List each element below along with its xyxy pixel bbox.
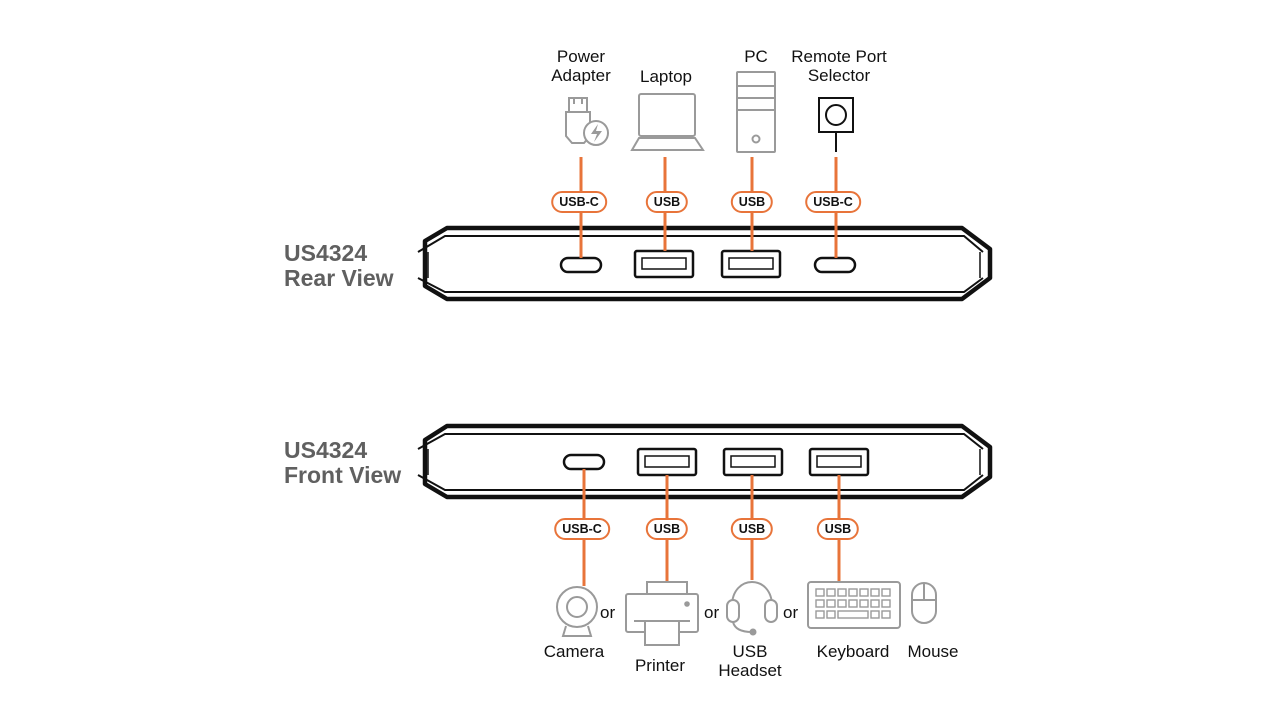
- label-printer: Printer: [634, 656, 686, 675]
- or-label-3: or: [783, 603, 799, 622]
- laptop-icon: [630, 93, 705, 151]
- headset-icon: [726, 581, 778, 636]
- front-port-usb-a-1: [636, 447, 698, 477]
- rear-model-name: US4324: [284, 240, 368, 266]
- front-badge-usb-1: USB: [645, 518, 689, 540]
- remote-port-selector-icon: [818, 97, 854, 133]
- label-laptop: Laptop: [640, 67, 692, 86]
- front-port-usb-a-2: [722, 447, 784, 477]
- pc-tower-icon: [736, 71, 776, 153]
- front-view-title: US4324 Front View: [284, 438, 401, 488]
- rear-port-usb-c-2: [813, 256, 857, 274]
- power-adapter-icon: [565, 97, 609, 146]
- keyboard-icon: [807, 581, 901, 629]
- label-pc: PC: [744, 47, 768, 66]
- rear-badge-usb-2: USB: [730, 191, 774, 213]
- front-badge-usb-3: USB: [816, 518, 860, 540]
- front-device-body: [417, 423, 993, 500]
- rear-view-label: Rear View: [284, 265, 394, 291]
- label-camera: Camera: [543, 642, 605, 661]
- rear-view-title: US4324 Rear View: [284, 241, 394, 291]
- mouse-icon: [911, 582, 937, 624]
- rear-port-usb-a-2: [720, 249, 782, 279]
- or-label-1: or: [600, 603, 616, 622]
- rear-port-usb-a-1: [633, 249, 695, 279]
- label-mouse: Mouse: [907, 642, 959, 661]
- rear-device-body: [417, 225, 993, 302]
- front-port-usb-a-3: [808, 447, 870, 477]
- label-keyboard: Keyboard: [816, 642, 890, 661]
- front-model-name: US4324: [284, 437, 368, 463]
- front-badge-usb-c: USB-C: [554, 518, 610, 540]
- rear-badge-usb-c-2: USB-C: [805, 191, 861, 213]
- or-label-2: or: [704, 603, 720, 622]
- front-port-usb-c-1: [562, 453, 606, 471]
- printer-icon: [625, 581, 699, 646]
- webcam-icon: [556, 586, 598, 637]
- rear-badge-usb-1: USB: [645, 191, 689, 213]
- front-badge-usb-2: USB: [730, 518, 774, 540]
- front-view-label: Front View: [284, 462, 402, 488]
- rear-badge-usb-c-1: USB-C: [551, 191, 607, 213]
- rear-port-usb-c-1: [559, 256, 603, 274]
